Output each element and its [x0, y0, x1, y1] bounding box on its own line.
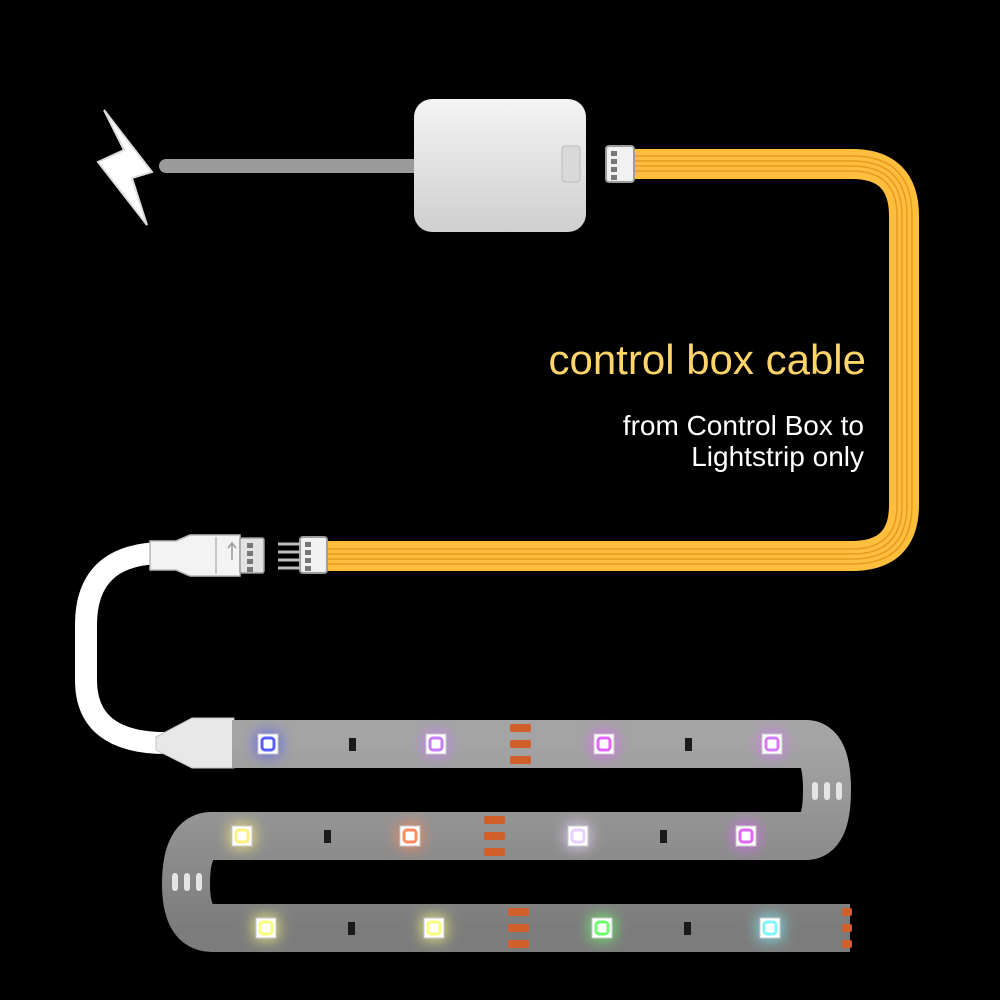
led-chip [254, 916, 278, 940]
led-chip [734, 824, 758, 848]
cable-title: control box cable [548, 336, 866, 383]
led-chip [424, 732, 448, 756]
led-chip [256, 732, 280, 756]
led-chip [590, 916, 614, 940]
led-chip [760, 732, 784, 756]
lightstrip-plug [75, 534, 265, 754]
solder-pads [484, 724, 852, 948]
resistors [324, 738, 692, 935]
led-strip [162, 720, 851, 952]
control-box [414, 99, 586, 232]
cable-end-connector [278, 536, 328, 574]
cable-note-line-2: Lightstrip only [691, 441, 864, 472]
led-row-2 [230, 824, 758, 848]
led-chip [592, 732, 616, 756]
connector-plug-icon [605, 145, 635, 183]
led-chip [230, 824, 254, 848]
cable-note-line-1: from Control Box to [622, 410, 864, 441]
cable-note: from Control Box to Lightstrip only [464, 410, 864, 472]
control-box-cable [326, 149, 919, 571]
strip-connector [155, 717, 235, 769]
led-chip [758, 916, 782, 940]
led-chip [398, 824, 422, 848]
led-row-1 [256, 732, 784, 756]
lightning-bolt-icon [96, 109, 154, 226]
led-row-3 [254, 916, 782, 940]
led-chip [566, 824, 590, 848]
strip-bend-marks [172, 782, 842, 891]
led-chip [422, 916, 446, 940]
